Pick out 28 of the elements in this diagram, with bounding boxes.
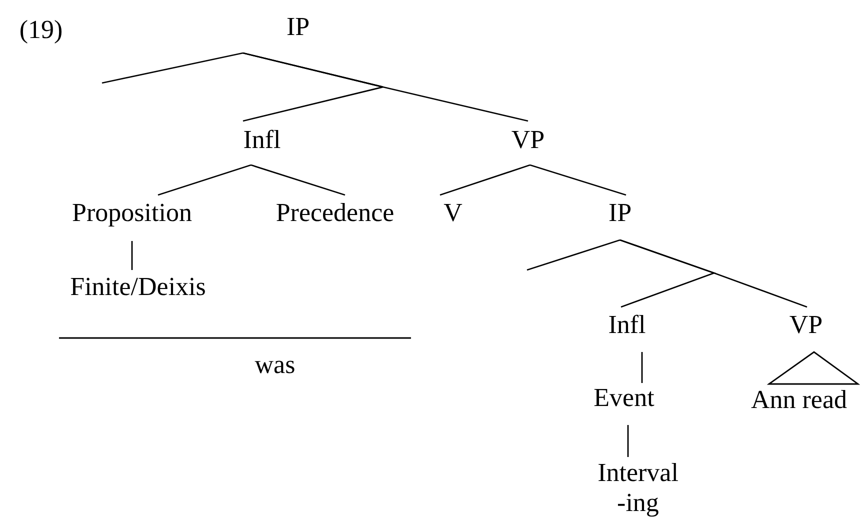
tree-branch	[620, 239, 808, 308]
tree-branch	[158, 164, 252, 196]
node-label: VP	[510, 125, 546, 155]
tree-branch	[526, 239, 620, 271]
node-label: Event	[592, 383, 656, 413]
tree-triangle	[766, 351, 860, 385]
node-label: Precedence	[274, 198, 396, 228]
node-label: VP	[788, 310, 824, 340]
node-label: Proposition	[71, 198, 193, 228]
node-label: Infl	[242, 125, 282, 155]
node-label: -ing	[616, 488, 660, 518]
tree-branch	[627, 425, 629, 457]
spell-out-word: was	[254, 350, 296, 380]
node-label: Ann read	[750, 385, 848, 415]
tree-branch	[440, 164, 530, 196]
tree-branch	[641, 352, 643, 383]
node-label: Interval	[596, 458, 680, 488]
tree-branch	[102, 52, 244, 84]
node-label: V	[442, 198, 464, 228]
example-number: (19)	[19, 15, 63, 45]
node-label: IP	[607, 198, 633, 228]
tree-branch	[250, 164, 346, 196]
node-label: IP	[285, 12, 311, 42]
tree-branch	[530, 164, 626, 196]
tree-branch	[131, 241, 133, 270]
node-label: Finite/Deixis	[69, 272, 207, 302]
node-label: Infl	[607, 310, 647, 340]
tree-branch	[242, 52, 528, 122]
